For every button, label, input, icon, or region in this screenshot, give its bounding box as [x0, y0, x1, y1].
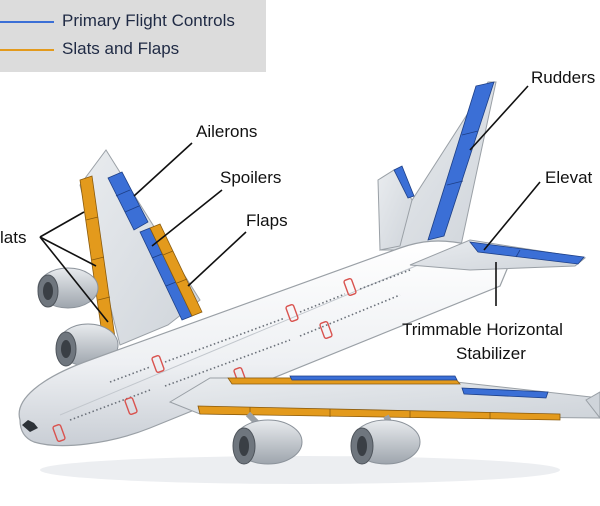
far-wing — [79, 149, 203, 349]
rudders-leader — [469, 85, 529, 151]
ground-shadow — [40, 456, 560, 484]
rudders-label: Rudders — [531, 68, 596, 87]
slats-leader-2 — [39, 236, 97, 267]
rudder — [427, 81, 495, 241]
near-horizontal-stabilizer — [409, 239, 587, 271]
near-wing — [168, 375, 600, 421]
ailerons-label: Ailerons — [196, 122, 258, 141]
legend-label: Slats and Flaps — [62, 39, 180, 58]
legend-item-primary-flight-controls: Primary Flight Controls — [0, 10, 266, 34]
near-wing-slats — [197, 405, 561, 421]
flaps-label: Flaps — [246, 211, 288, 230]
leader-lines — [39, 85, 541, 323]
cabin-window-rows — [69, 269, 411, 421]
far-wing-aileron — [107, 171, 149, 231]
near-engine-inner — [232, 411, 303, 465]
elevators-label: Elevat — [545, 168, 593, 187]
ailerons-leader — [133, 142, 193, 197]
near-wing-spoilers — [289, 375, 458, 381]
spoilers-leader — [151, 189, 223, 247]
legend-swatch-orange — [0, 49, 54, 51]
cockpit-windows — [22, 420, 38, 432]
slats-label: lats — [0, 228, 27, 247]
near-engine-outer — [350, 414, 421, 465]
legend-label: Primary Flight Controls — [62, 11, 235, 30]
far-wing-flaps — [149, 223, 203, 317]
elevators-leader — [483, 181, 541, 251]
legend: Primary Flight Controls Slats and Flaps — [0, 0, 266, 72]
stabilizer-label-line2: Stabilizer — [456, 344, 526, 363]
far-engine-outer — [37, 267, 99, 309]
near-wing-aileron — [461, 387, 549, 399]
stabilizer-label-line1: Trimmable Horizontal — [402, 320, 563, 339]
slats-leader-3 — [39, 236, 109, 323]
slats-leader-1 — [39, 211, 85, 238]
flaps-leader — [187, 231, 247, 287]
legend-swatch-blue — [0, 21, 54, 23]
far-horizontal-stabilizer — [377, 165, 415, 251]
legend-item-slats-and-flaps: Slats and Flaps — [0, 38, 266, 62]
elevator — [469, 241, 585, 265]
spoilers-label: Spoilers — [220, 168, 282, 187]
